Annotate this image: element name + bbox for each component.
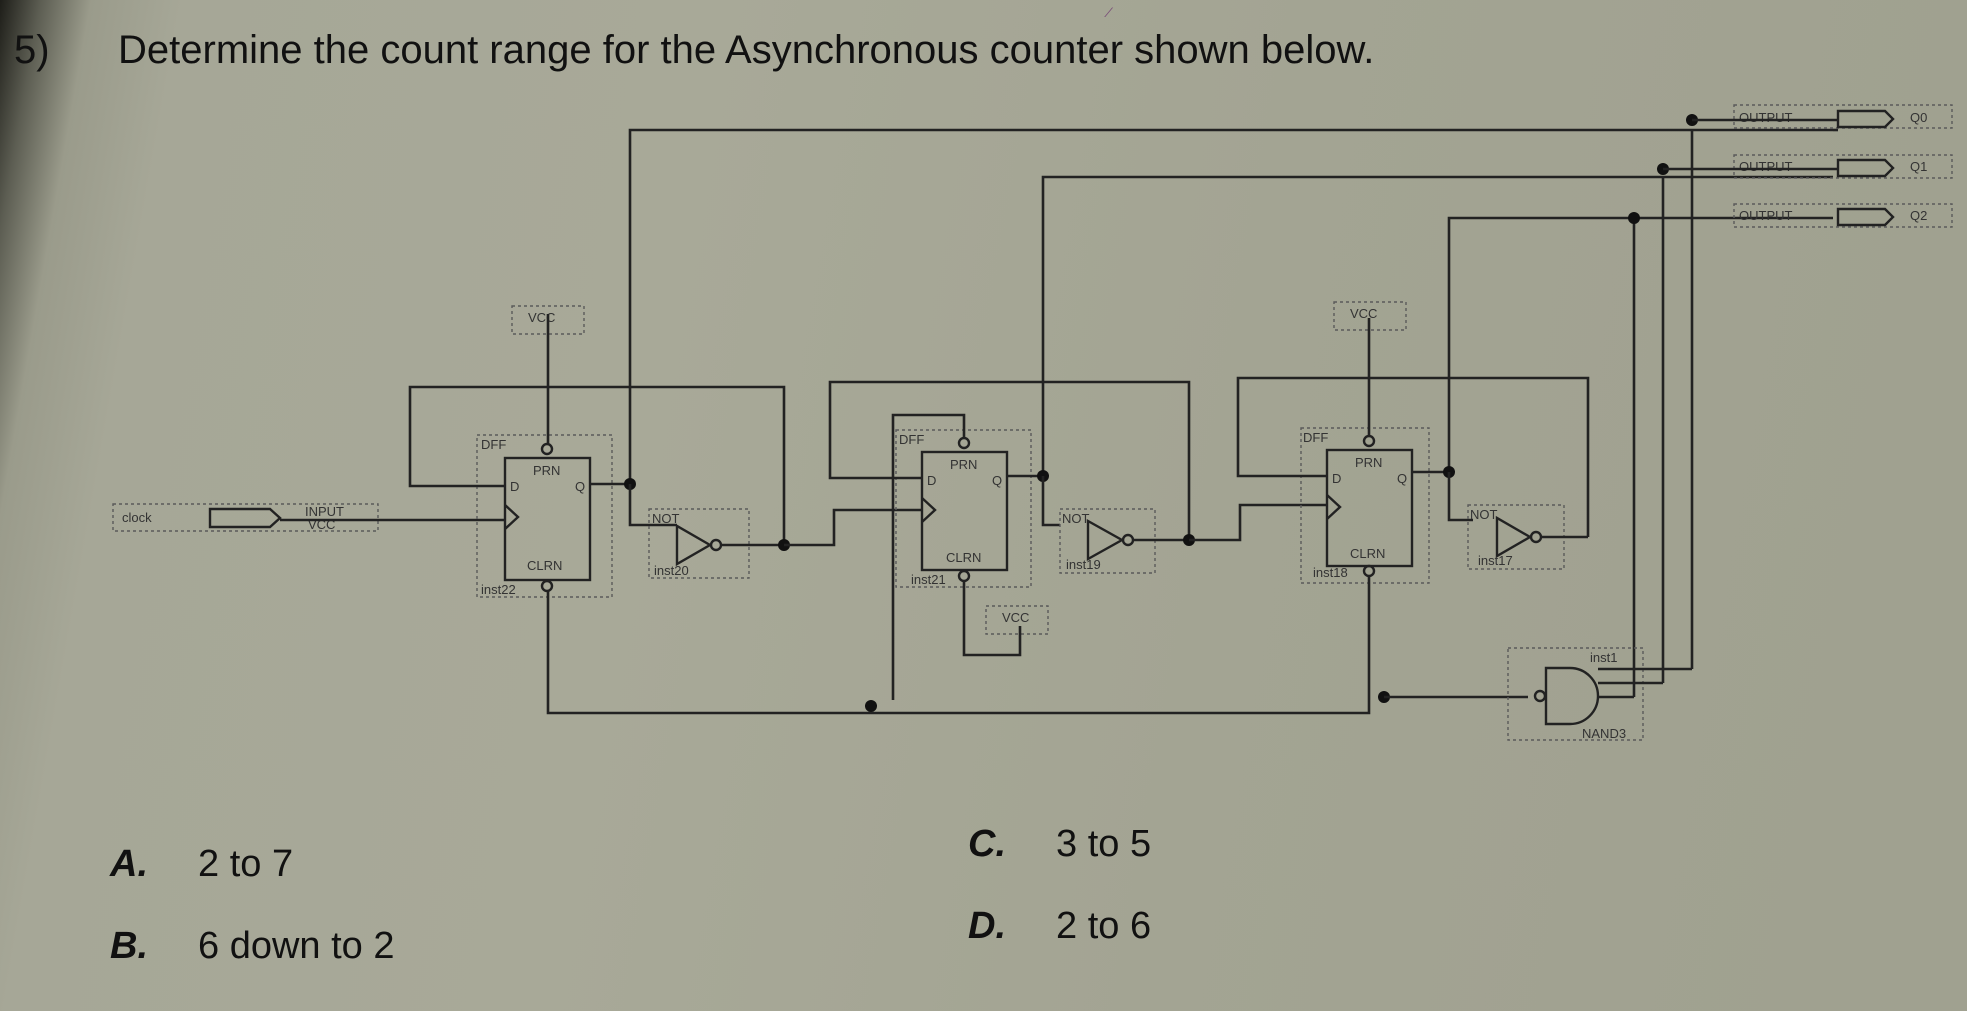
output-q1-name: Q1 (1910, 159, 1927, 174)
flipflop-inst22: DFF PRN D Q CLRN inst22 VCC (476, 305, 613, 598)
clock-input-label: clock (122, 510, 152, 525)
ff1-clrn: CLRN (527, 558, 562, 573)
output-wires (628, 128, 1838, 697)
option-c-letter: C. (968, 823, 1006, 865)
answer-option-b[interactable]: B. 6 down to 2 (110, 925, 394, 968)
flipflop-inst18: DFF PRN D Q CLRN inst18 VCC (1300, 301, 1430, 584)
ff2-q: Q (992, 473, 1002, 488)
option-d-text: 2 to 6 (1056, 905, 1152, 947)
margin-mark: ⁄ (1108, 4, 1111, 20)
ff3-vcc: VCC (1350, 306, 1377, 321)
option-d-letter: D. (968, 905, 1006, 947)
answer-option-a[interactable]: A. 2 to 7 (110, 843, 293, 886)
option-b-text: 6 down to 2 (198, 925, 395, 967)
ff2-vcc: VCC (1002, 610, 1029, 625)
ff1-d: D (510, 479, 519, 494)
flipflop-inst21: DFF PRN D Q CLRN inst21 VCC (895, 429, 1049, 657)
inv1-type: NOT (652, 511, 680, 526)
option-b-letter: B. (110, 925, 148, 967)
option-a-text: 2 to 7 (198, 843, 294, 885)
ff2-prn: PRN (950, 457, 977, 472)
inverter-inst17: NOT inst17 (1467, 504, 1565, 570)
ff3-inst: inst18 (1313, 565, 1348, 580)
output-q2-name: Q2 (1910, 208, 1927, 223)
junction-q2 (1628, 212, 1640, 224)
ff2-clrn: CLRN (946, 550, 981, 565)
output-pin-q1: OUTPUT Q1 (1663, 154, 1953, 179)
question-text: Determine the count range for the Asynch… (118, 28, 1375, 72)
ff1-type: DFF (481, 437, 506, 452)
ff3-clrn: CLRN (1350, 546, 1385, 561)
ff1-inst: inst22 (481, 582, 516, 597)
inv2-type: NOT (1062, 511, 1090, 526)
ff2-inst: inst21 (911, 572, 946, 587)
question-number: 5) (14, 28, 50, 72)
ff1-prn: PRN (533, 463, 560, 478)
ff1-q: Q (575, 479, 585, 494)
option-c-text: 3 to 5 (1056, 823, 1152, 865)
output-pin-q2: OUTPUT Q2 (1733, 203, 1953, 228)
clock-input-tag: INPUT (305, 504, 344, 519)
clock-input: clock INPUT VCC (112, 503, 505, 532)
nand-gate-inst1: inst1 NAND3 (1507, 647, 1692, 741)
output-pin-q0: OUTPUT Q0 (1692, 104, 1953, 129)
inv3-inst: inst17 (1478, 553, 1513, 568)
output-q0-tag: OUTPUT (1739, 110, 1793, 125)
output-q2-tag: OUTPUT (1739, 208, 1793, 223)
nand-inst: inst1 (1590, 650, 1617, 665)
output-q1-tag: OUTPUT (1739, 159, 1793, 174)
ff2-type: DFF (899, 432, 924, 447)
output-q0-name: Q0 (1910, 110, 1927, 125)
inv1-inst: inst20 (654, 563, 689, 578)
option-a-letter: A. (110, 843, 148, 885)
nand-type: NAND3 (1582, 726, 1626, 741)
ff3-prn: PRN (1355, 455, 1382, 470)
inverter-inst20: NOT inst20 (648, 508, 750, 579)
inv2-inst: inst19 (1066, 557, 1101, 572)
ff1-vcc: VCC (528, 310, 555, 325)
ff3-d: D (1332, 471, 1341, 486)
answer-option-c[interactable]: C. 3 to 5 (968, 823, 1151, 866)
ff3-type: DFF (1303, 430, 1328, 445)
ff3-q: Q (1397, 471, 1407, 486)
answer-option-d[interactable]: D. 2 to 6 (968, 905, 1151, 948)
ff2-d: D (927, 473, 936, 488)
inv3-type: NOT (1470, 507, 1498, 522)
